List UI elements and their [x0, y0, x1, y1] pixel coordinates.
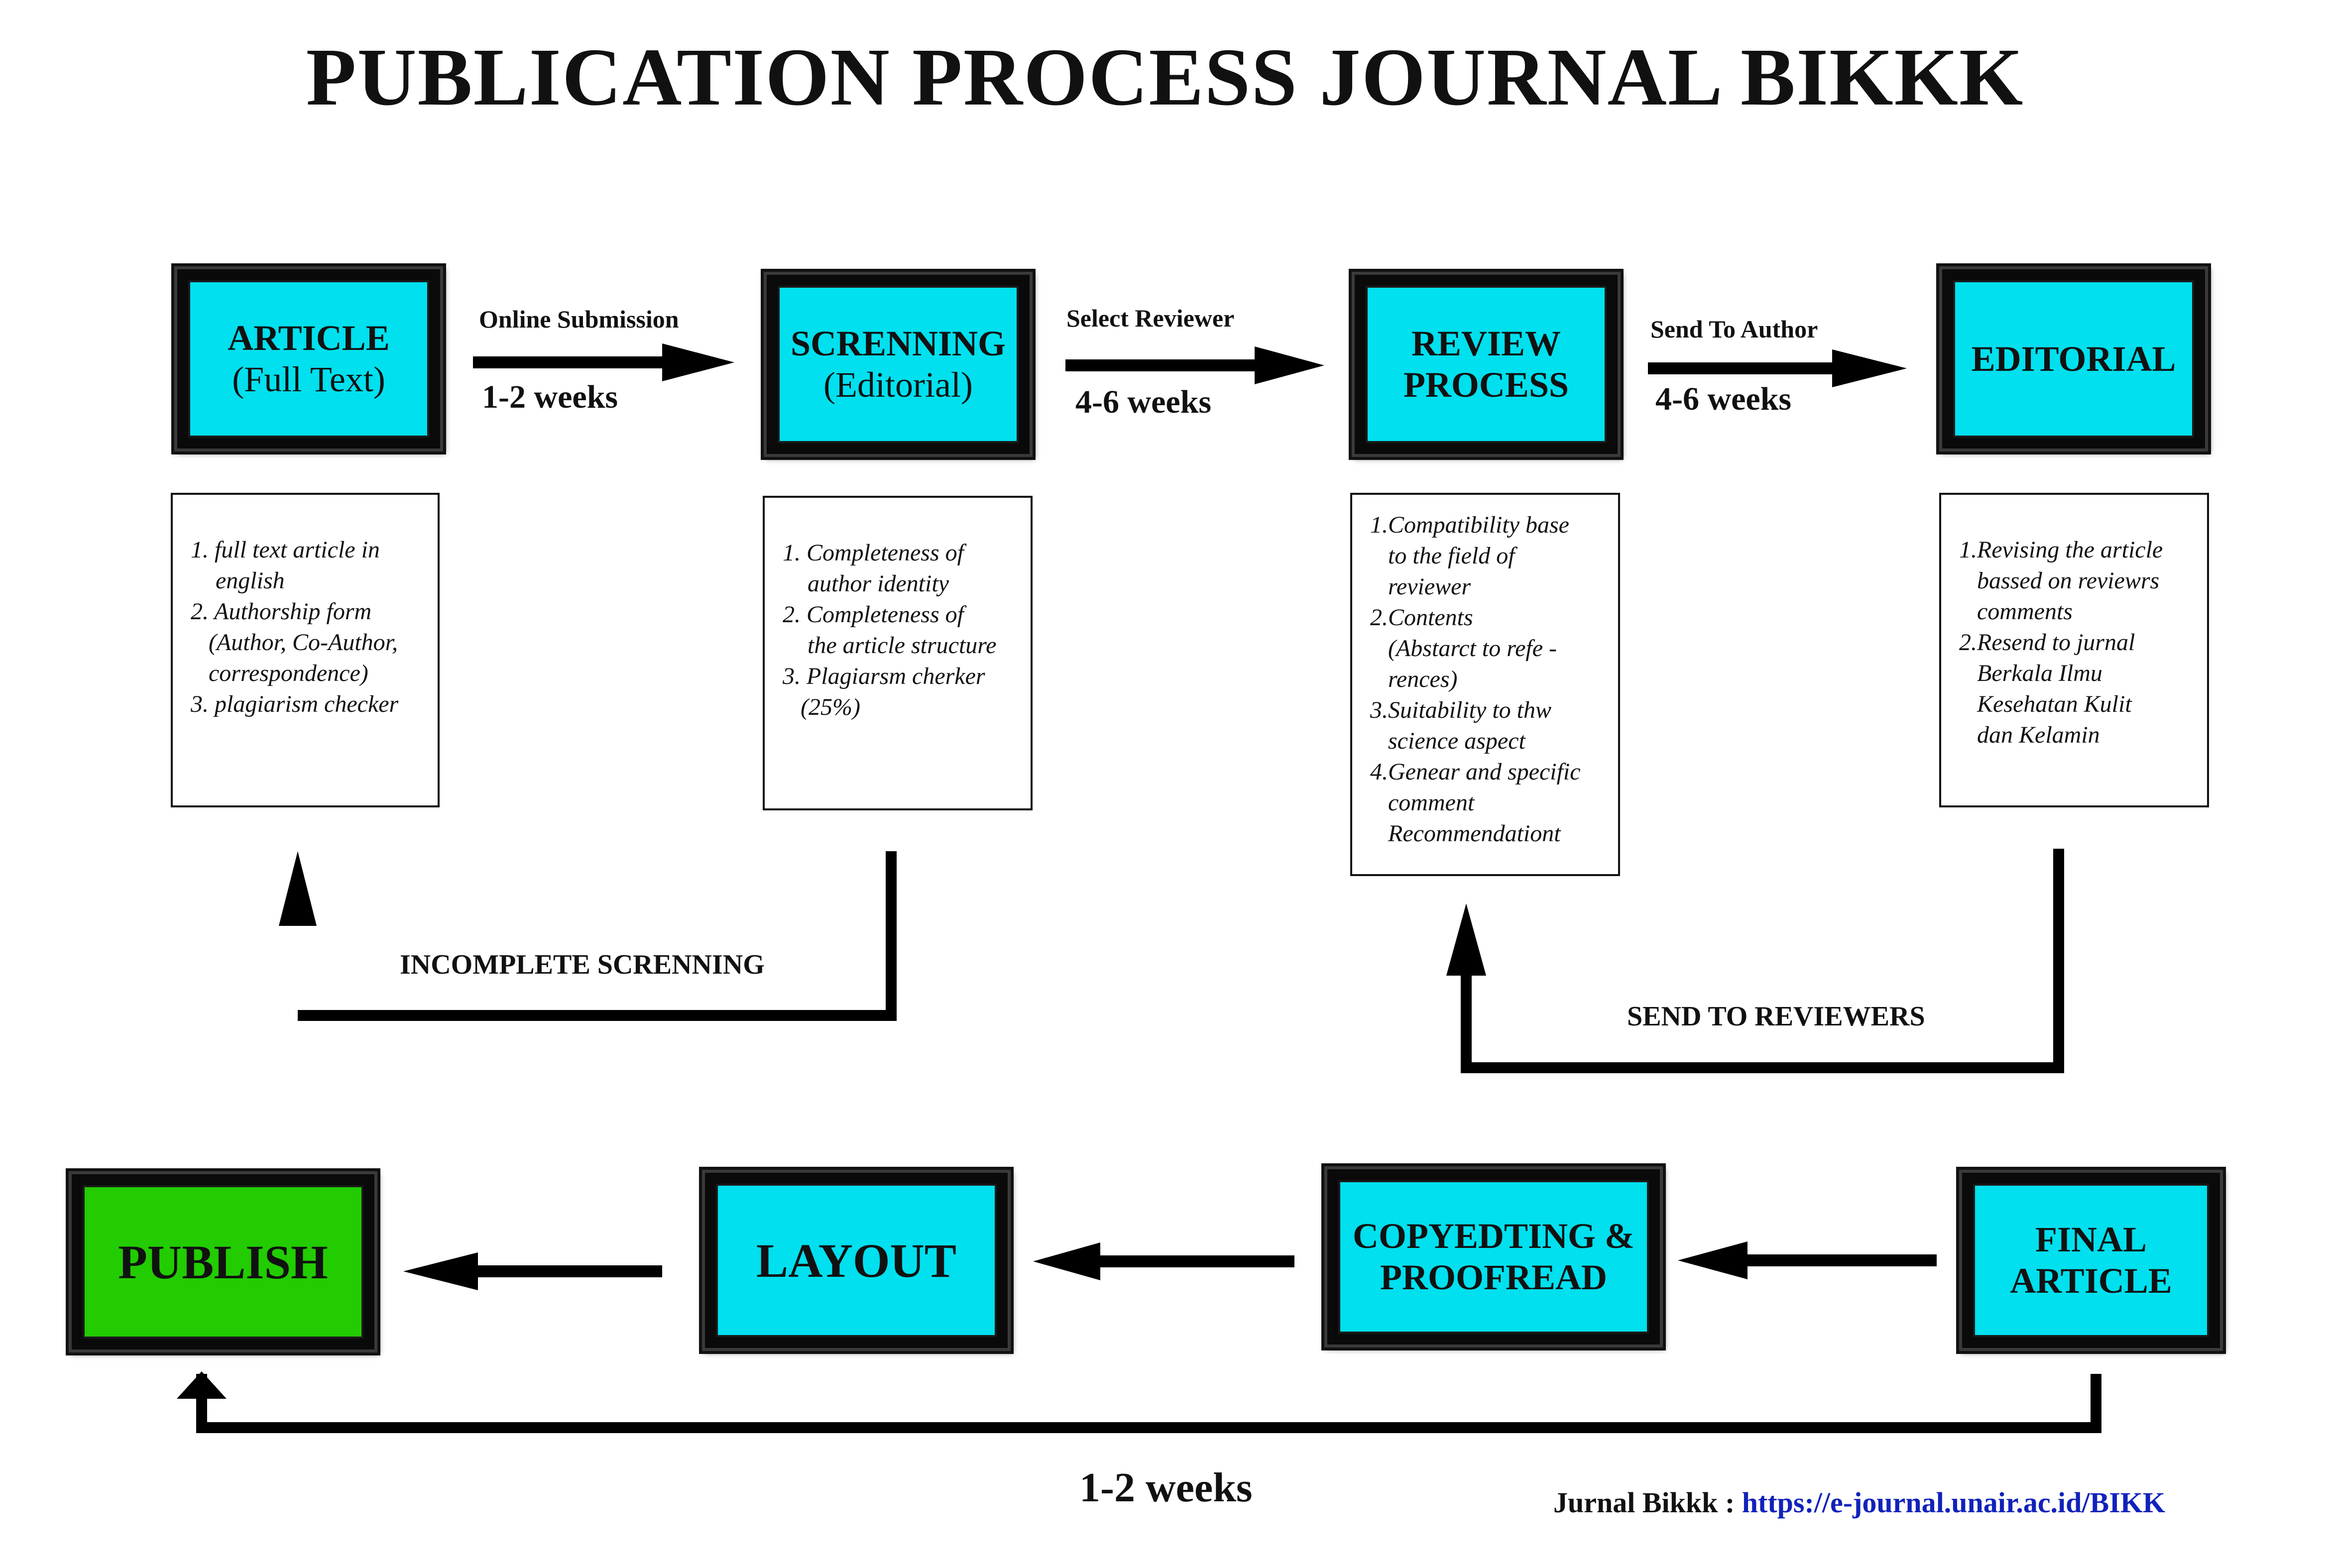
stage-publish: PUBLISH: [69, 1171, 377, 1352]
list-item: science aspect: [1388, 728, 1525, 754]
list-item: (Author, Co-Author,: [209, 629, 398, 656]
arrow-send-to-author-label: Send To Author: [1650, 315, 1818, 343]
list-item: 3. Plagiarsm cherker: [783, 663, 985, 689]
stage-editorial: EDITORIAL: [1939, 266, 2208, 451]
page-title: PUBLICATION PROCESS JOURNAL BIKKK: [306, 31, 2024, 122]
list-item: 2. Authorship form: [191, 598, 372, 625]
stage-final-article-title-line2: ARTICLE: [2010, 1261, 2172, 1301]
stage-article-title: ARTICLE: [228, 318, 390, 358]
bottom-loop-time: 1-2 weeks: [1079, 1464, 1253, 1511]
list-item: Recommendationt: [1388, 820, 1561, 847]
list-item: rences): [1388, 666, 1458, 692]
stage-editorial-title: EDITORIAL: [1971, 338, 2176, 379]
list-item: 2.Contents: [1370, 604, 1473, 631]
footer-label: Jurnal Bikkk :: [1553, 1486, 1742, 1519]
arrow-select-reviewer-time: 4-6 weeks: [1075, 384, 1212, 420]
stage-copyediting-title: COPYEDTING &: [1352, 1216, 1634, 1256]
list-item: reviewer: [1388, 573, 1471, 600]
list-item: (Abstarct to refe -: [1388, 635, 1557, 662]
note-article: 1. full text article in english 2. Autho…: [171, 493, 440, 807]
stage-screening-subtitle: (Editorial): [823, 365, 973, 405]
list-item: bassed on reviewrs: [1977, 567, 2160, 594]
stage-final-article-title: FINAL: [2035, 1220, 2147, 1260]
list-item: comment: [1388, 789, 1475, 816]
list-item: 4.Genear and specific: [1370, 759, 1581, 785]
stage-final-article: FINAL ARTICLE: [1959, 1170, 2223, 1351]
note-screening: 1. Completeness of author identity 2. Co…: [763, 496, 1033, 810]
list-item: dan Kelamin: [1977, 722, 2100, 748]
list-item: correspondence): [209, 660, 368, 686]
footer: Jurnal Bikkk : https://e-journal.unair.a…: [1553, 1486, 2165, 1519]
note-editorial-list: 1.Revising the article bassed on reviewr…: [1959, 535, 2192, 751]
stage-review-title: REVIEW: [1411, 324, 1561, 364]
arrow-select-reviewer-label: Select Reviewer: [1066, 304, 1235, 332]
list-item: 1.Revising the article: [1959, 537, 2163, 563]
note-review: 1.Compatibility base to the field of rev…: [1350, 493, 1620, 876]
note-review-list: 1.Compatibility base to the field of rev…: [1370, 510, 1603, 849]
list-item: english: [216, 567, 285, 594]
note-screening-list: 1. Completeness of author identity 2. Co…: [783, 538, 1016, 723]
list-item: author identity: [808, 570, 949, 597]
stage-screening: SCRENNING (Editorial): [764, 272, 1033, 457]
stage-review: REVIEW PROCESS: [1352, 272, 1621, 457]
list-item: (25%): [801, 694, 860, 720]
stage-copyediting-title-line2: PROOFREAD: [1380, 1257, 1607, 1297]
list-item: to the field of: [1388, 543, 1515, 569]
stage-screening-title: SCRENNING: [790, 324, 1006, 364]
list-item: the article structure: [808, 632, 997, 659]
loop-incomplete-screening-label: INCOMPLETE SCRENNING: [400, 949, 765, 980]
list-item: 3. plagiarism checker: [191, 691, 399, 717]
arrow-online-submission-time: 1-2 weeks: [482, 379, 618, 415]
list-item: Berkala Ilmu: [1977, 660, 2102, 686]
list-item: 2. Completeness of: [783, 601, 964, 628]
list-item: 2.Resend to jurnal: [1959, 629, 2135, 656]
loop-send-to-reviewers-label: SEND TO REVIEWERS: [1627, 1001, 1925, 1032]
stage-layout: LAYOUT: [702, 1170, 1011, 1351]
note-article-list: 1. full text article in english 2. Autho…: [191, 535, 423, 720]
stage-article: ARTICLE (Full Text): [174, 266, 443, 451]
stage-review-title-line2: PROCESS: [1403, 365, 1569, 405]
list-item: 3.Suitability to thw: [1370, 697, 1552, 723]
arrow-send-to-author-time: 4-6 weeks: [1655, 381, 1792, 417]
stage-copyediting: COPYEDTING & PROOFREAD: [1324, 1166, 1663, 1347]
footer-url-link[interactable]: https://e-journal.unair.ac.id/BIKK: [1742, 1486, 2166, 1519]
stage-layout-title: LAYOUT: [756, 1233, 956, 1287]
arrow-online-submission-label: Online Submission: [479, 305, 679, 333]
list-item: 1. Completeness of: [783, 540, 964, 566]
list-item: Kesehatan Kulit: [1977, 691, 2132, 717]
stage-publish-title: PUBLISH: [118, 1235, 328, 1289]
stage-article-subtitle: (Full Text): [232, 359, 385, 399]
list-item: 1. full text article in: [191, 537, 380, 563]
note-editorial: 1.Revising the article bassed on reviewr…: [1939, 493, 2209, 807]
list-item: comments: [1977, 598, 2073, 625]
list-item: 1.Compatibility base: [1370, 512, 1569, 538]
